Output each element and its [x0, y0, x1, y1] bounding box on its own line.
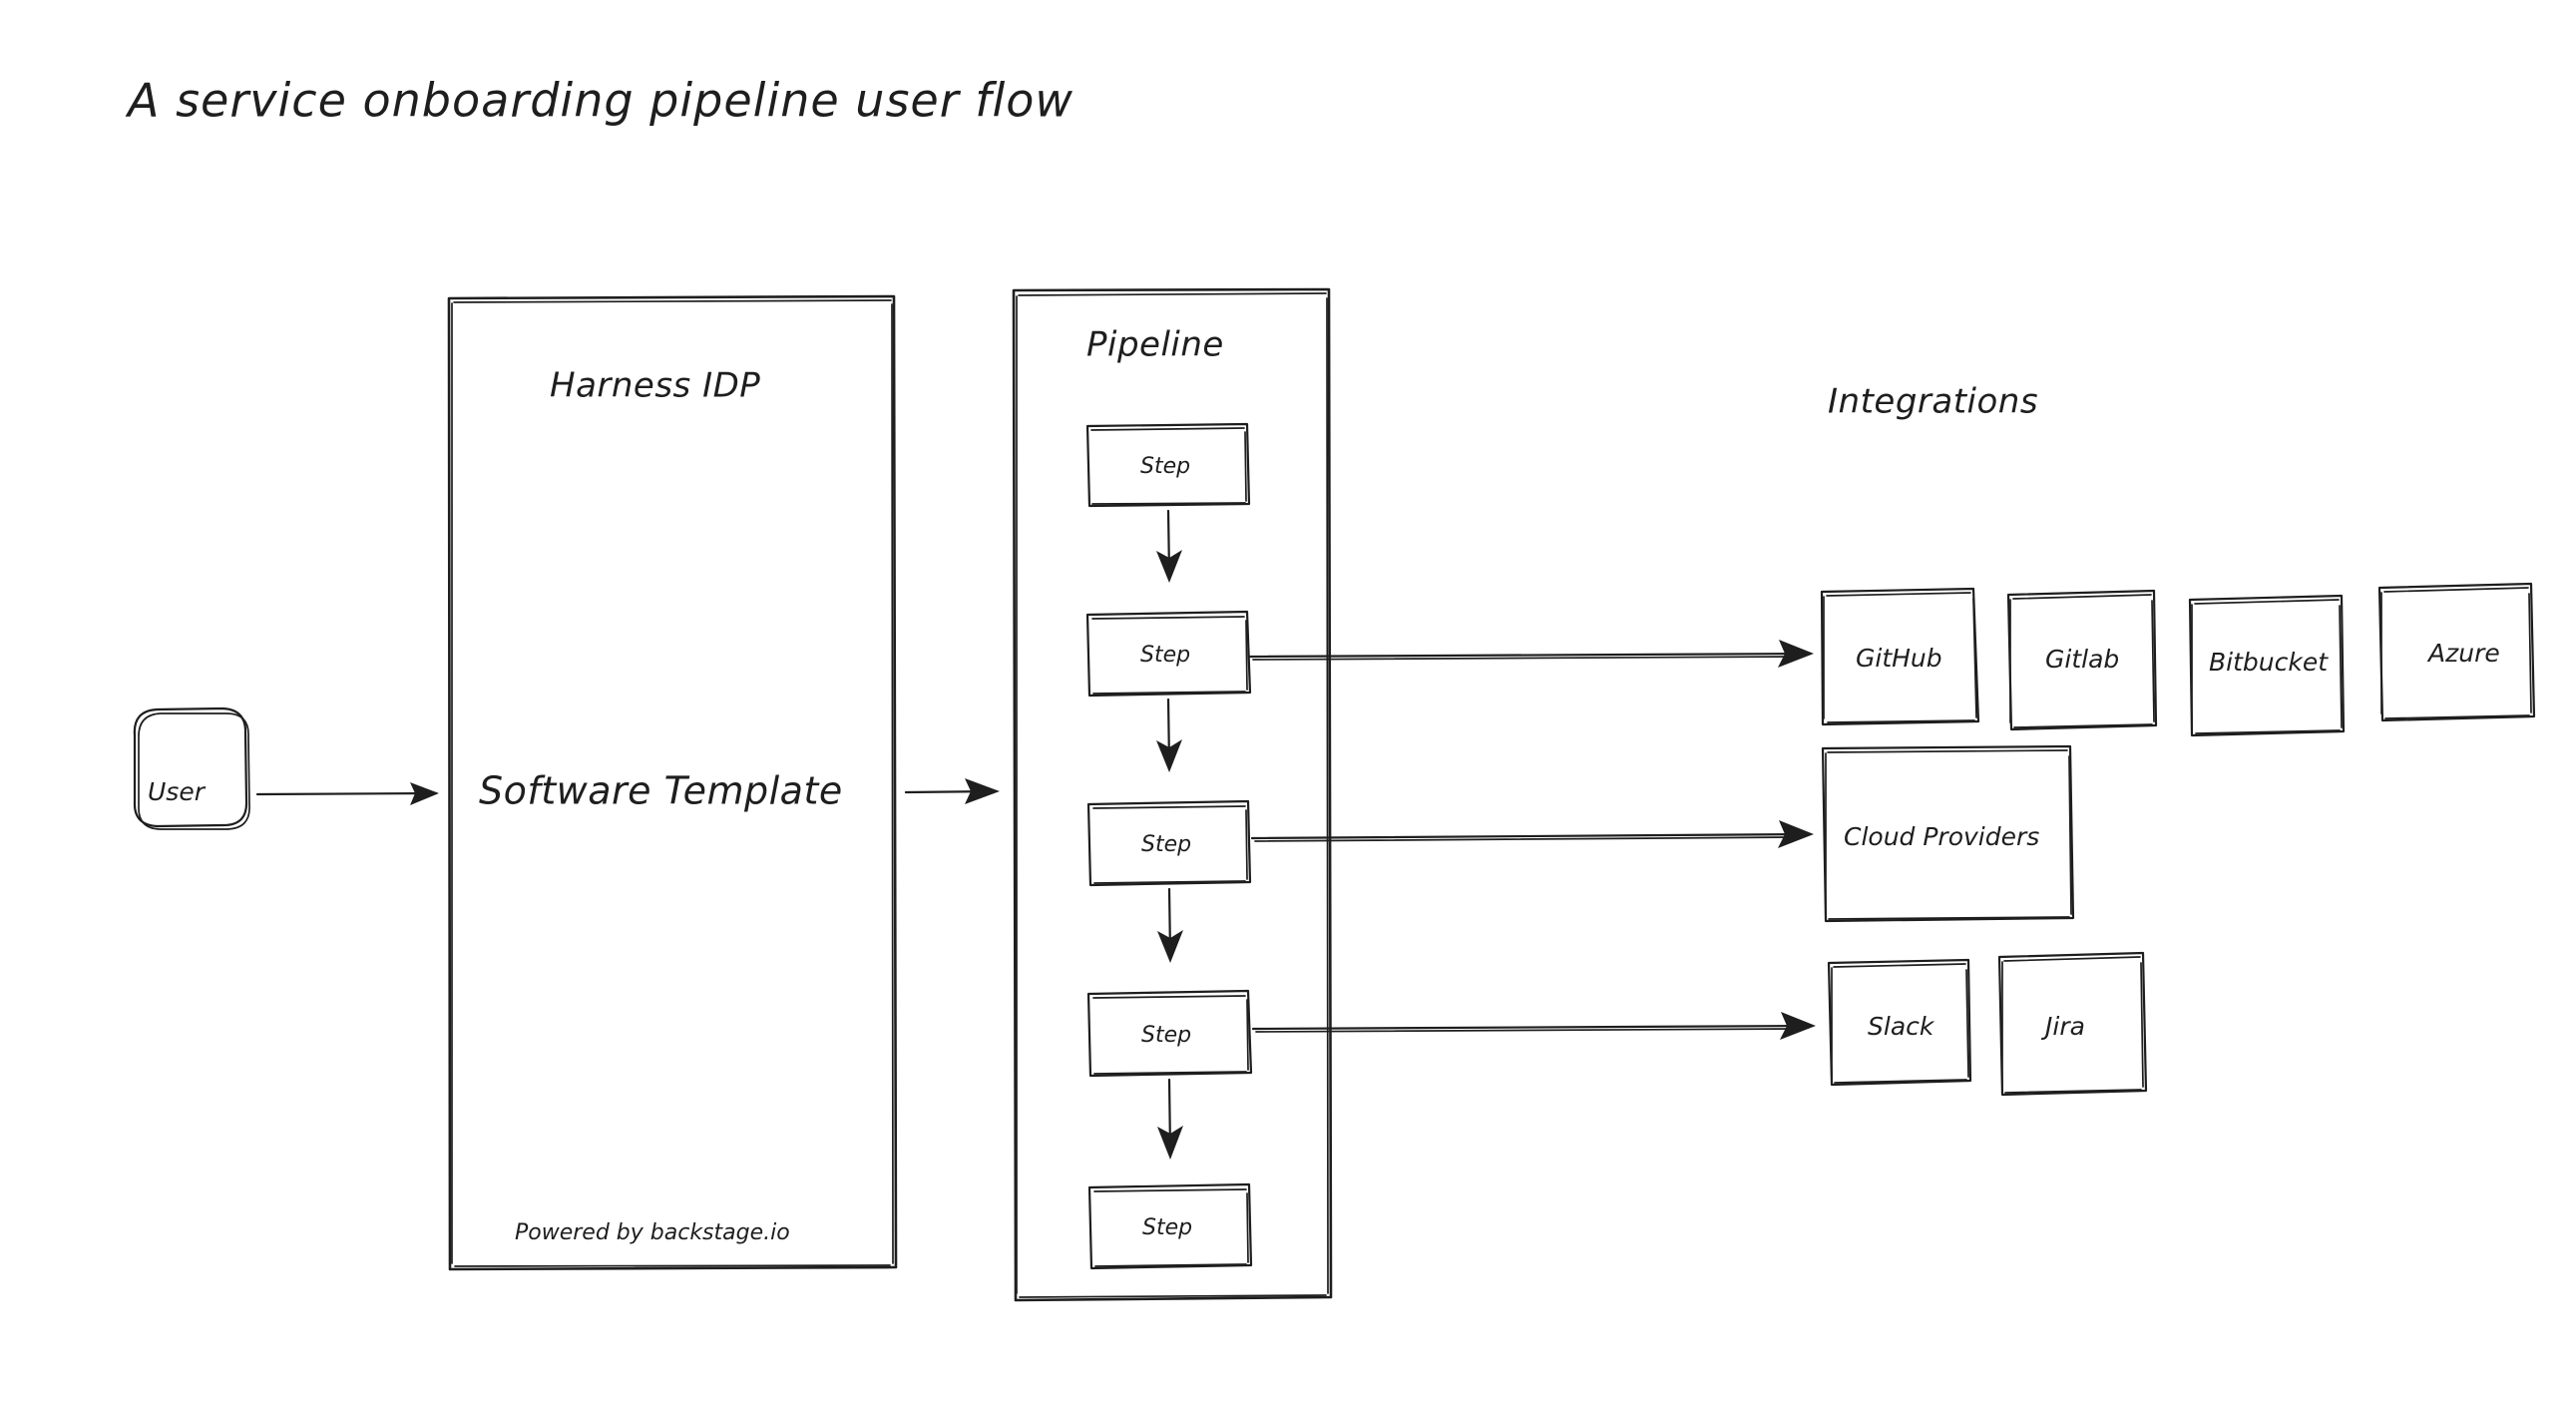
arrow-template-to-pipeline — [904, 778, 1000, 804]
pipeline-step-1[interactable]: Step — [1085, 422, 1251, 508]
harness-idp-outline — [447, 294, 898, 1271]
cloud-providers-box-double — [1825, 749, 2072, 920]
node-user[interactable]: User — [133, 706, 250, 830]
arrow-step3-to-step4 — [1157, 887, 1183, 963]
arrow-step4-to-step5 — [1157, 1078, 1183, 1160]
slack-label: Slack — [1868, 1012, 1935, 1041]
step-1-label: Step — [1140, 454, 1190, 479]
step-5-box — [1087, 1182, 1253, 1270]
step-1-box-double — [1090, 427, 1247, 505]
step-5-label: Step — [1142, 1215, 1192, 1240]
step-5-box-double — [1093, 1188, 1249, 1267]
container-harness-idp[interactable]: Harness IDP Software Template Powered by… — [447, 294, 898, 1271]
user-box-outline-double — [138, 712, 250, 830]
jira-box-double — [2001, 956, 2144, 1094]
step-1-box — [1085, 422, 1251, 508]
page-title: A service onboarding pipeline user flow — [125, 74, 1073, 128]
azure-box-double — [2380, 587, 2532, 719]
arrow-step1-to-step2 — [1156, 509, 1182, 583]
azure-label: Azure — [2426, 639, 2500, 668]
pipeline-outline-double — [1016, 292, 1329, 1298]
step-3-box-double — [1092, 805, 1248, 884]
step-2-box-double — [1091, 616, 1248, 695]
jira-box — [1997, 951, 2148, 1097]
step-2-box — [1085, 610, 1252, 698]
step-3-box — [1086, 799, 1252, 887]
bitbucket-label: Bitbucket — [2209, 648, 2329, 677]
arrow-user-to-template — [255, 782, 439, 805]
gitlab-box-double — [2009, 594, 2155, 728]
cloud-providers-label: Cloud Providers — [1844, 822, 2039, 851]
integration-gitlab[interactable]: Gitlab — [2006, 589, 2158, 731]
cloud-providers-box — [1821, 744, 2075, 923]
harness-idp-title: Harness IDP — [550, 366, 760, 406]
step-4-label: Step — [1141, 1023, 1191, 1048]
jira-label: Jira — [2040, 1012, 2085, 1041]
integration-azure[interactable]: Azure — [2377, 582, 2536, 722]
step-3-label: Step — [1141, 832, 1191, 857]
pipeline-step-4[interactable]: Step — [1086, 989, 1253, 1078]
pipeline-title: Pipeline — [1086, 325, 1224, 365]
user-box-outline — [133, 706, 248, 828]
slack-box — [1827, 958, 1972, 1087]
pipeline-outline — [1012, 287, 1333, 1302]
pipeline-step-2[interactable]: Step — [1085, 610, 1252, 698]
user-label: User — [148, 777, 207, 806]
integrations-title: Integrations — [1828, 382, 2038, 422]
arrow-step2-to-step3 — [1156, 698, 1182, 772]
step-4-box-double — [1092, 995, 1249, 1075]
github-label: GitHub — [1856, 644, 1942, 673]
arrow-step3-to-cloud — [1250, 820, 1814, 848]
step-4-box — [1086, 989, 1253, 1078]
github-box — [1820, 587, 1980, 726]
software-template-label: Software Template — [479, 769, 843, 813]
integration-cloud-providers[interactable]: Cloud Providers — [1821, 744, 2075, 923]
slack-box-double — [1831, 963, 1969, 1084]
integration-slack[interactable]: Slack — [1827, 958, 1972, 1087]
step-2-label: Step — [1140, 643, 1190, 668]
pipeline-step-3[interactable]: Step — [1086, 799, 1252, 887]
github-box-double — [1823, 592, 1977, 723]
harness-idp-outline-double — [451, 299, 894, 1267]
integration-bitbucket[interactable]: Bitbucket — [2188, 594, 2346, 737]
arrow-step2-to-scm — [1248, 640, 1814, 668]
gitlab-label: Gitlab — [2045, 645, 2119, 674]
integration-github[interactable]: GitHub — [1820, 587, 1980, 726]
bitbucket-box-double — [2191, 599, 2343, 734]
integration-jira[interactable]: Jira — [1997, 951, 2148, 1097]
pipeline-step-5[interactable]: Step — [1087, 1182, 1253, 1270]
arrow-step4-to-collab — [1251, 1012, 1816, 1040]
powered-by-label: Powered by backstage.io — [515, 1220, 790, 1245]
container-pipeline[interactable]: Pipeline — [1012, 287, 1333, 1302]
